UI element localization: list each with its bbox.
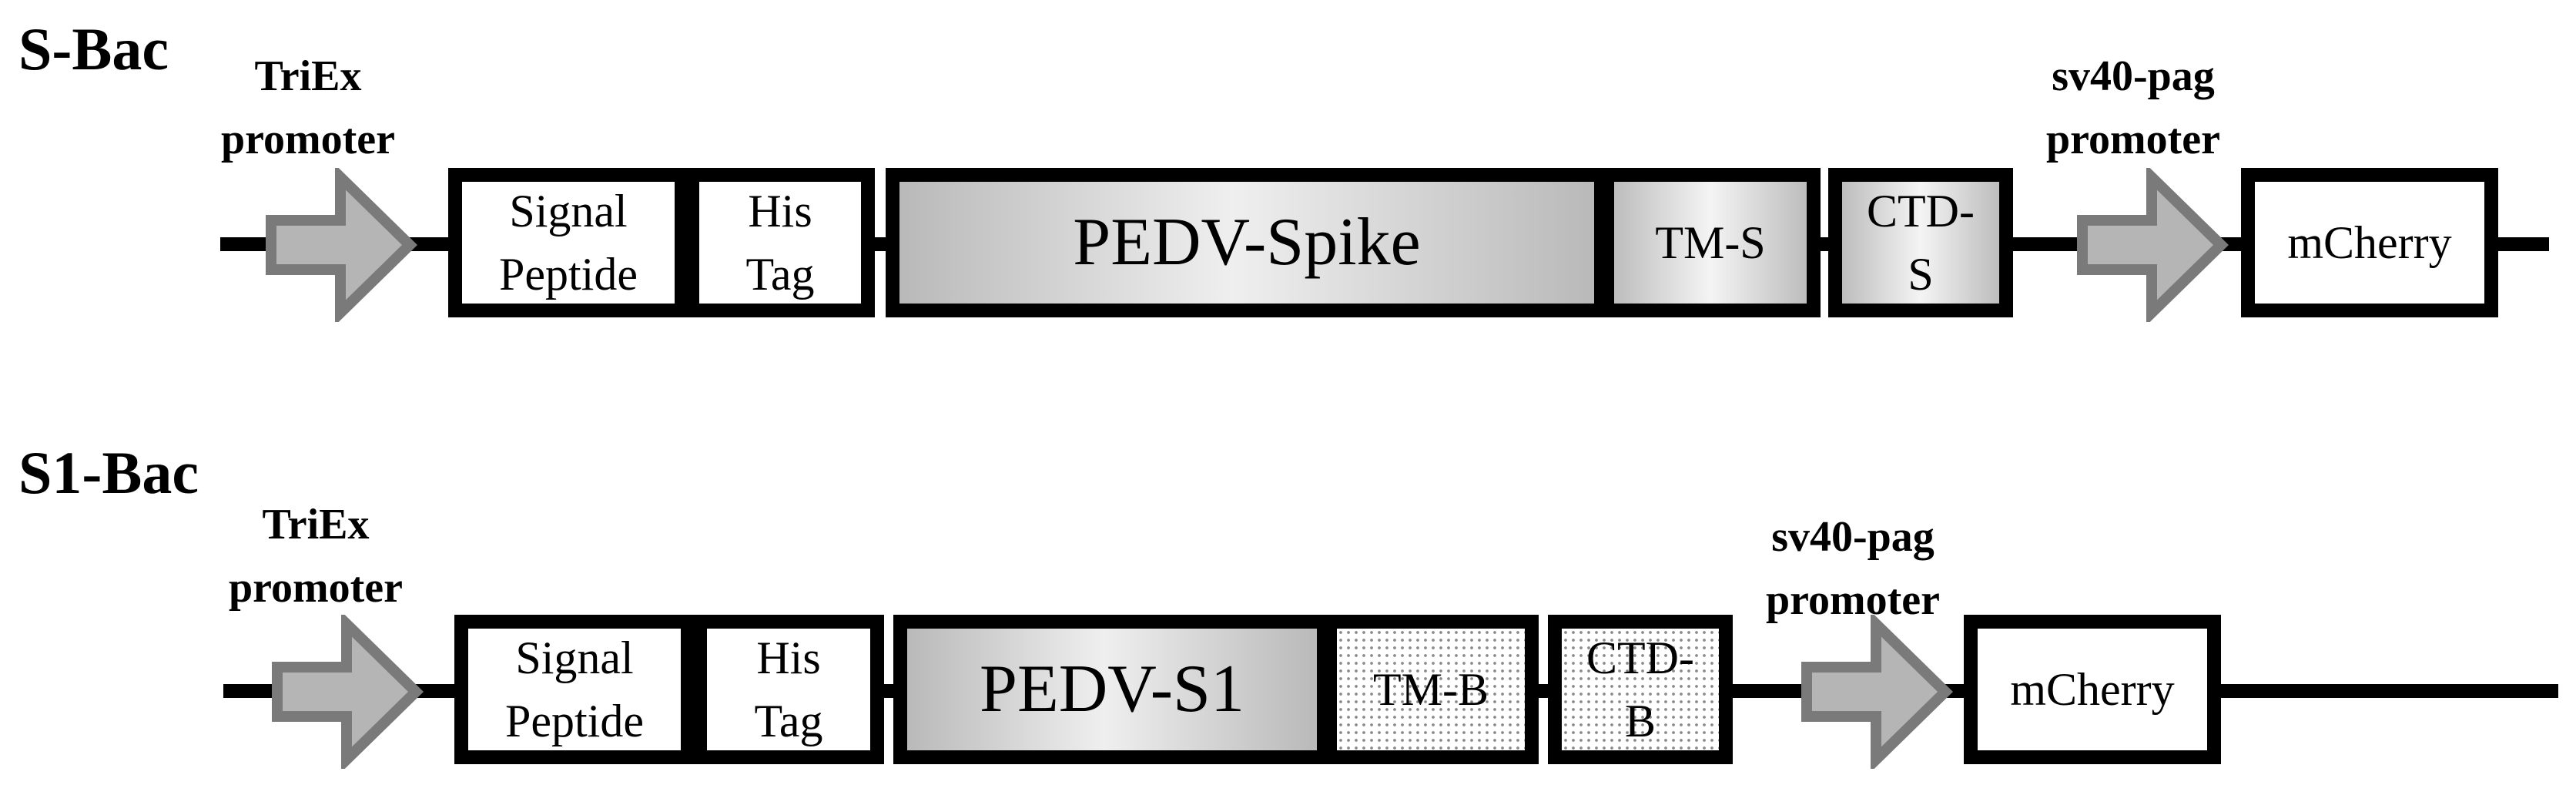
box-label-line2: S [1908,249,1934,300]
his-tag-box: His Tag [685,168,875,317]
ctd-s-box: CTD- S [1828,168,2013,317]
box-label-line1: CTD- [1867,186,1975,236]
box-label: mCherry [2010,664,2175,715]
block-arrow-right-icon [2077,168,2229,322]
promoter-label-line1: sv40-pag [1771,513,1935,561]
promoter-label-triex: TriEx promoter [193,493,439,619]
block-arrow-right-icon [266,168,417,322]
signal-peptide-box: Signal Peptide [448,168,688,317]
promoter-label-line1: TriEx [254,52,362,100]
promoter-label-line1: TriEx [262,501,370,548]
promoter-label-sv40: sv40-pag promoter [2002,45,2264,171]
promoter-label-line2: promoter [2046,116,2220,163]
construct-title-s-bac: S-Bac [18,15,169,82]
box-label-line1: Signal [509,186,628,236]
box-label-line1: His [756,632,821,683]
box-label-line1: His [748,186,812,236]
main-gene-label: PEDV-Spike [1073,205,1421,280]
promoter-label-line2: promoter [229,564,403,612]
mcherry-box: mCherry [1964,615,2221,764]
box-label: TM-B [1373,664,1489,715]
construct-title-s1-bac: S1-Bac [18,439,199,506]
main-gene-label: PEDV-S1 [980,652,1244,726]
block-arrow-right-icon [1801,615,1953,769]
ctd-b-box: CTD- B [1548,615,1733,764]
tm-s-box: TM-S [1600,168,1821,317]
his-tag-box: His Tag [693,615,884,764]
promoter-label-triex: TriEx promoter [185,45,431,171]
pedv-spike-box: PEDV-Spike [886,168,1608,317]
box-label-line2: Tag [754,696,823,746]
block-arrow-right-icon [272,615,424,769]
signal-peptide-box: Signal Peptide [454,615,695,764]
box-label-line2: B [1624,696,1656,746]
box-label-line1: CTD- [1586,632,1694,683]
box-label: TM-S [1655,217,1766,268]
promoter-label-line1: sv40-pag [2052,52,2215,100]
box-label-line2: Peptide [505,696,644,746]
box-label: mCherry [2287,217,2452,268]
box-label-line1: Signal [515,632,634,683]
promoter-label-line2: promoter [221,116,395,163]
box-label-line2: Peptide [499,249,638,300]
promoter-label-line2: promoter [1766,576,1940,624]
promoter-label-sv40: sv40-pag promoter [1722,505,1984,632]
pedv-s1-box: PEDV-S1 [893,615,1331,764]
box-label-line2: Tag [745,249,815,300]
mcherry-box: mCherry [2241,168,2498,317]
tm-b-box: TM-B [1323,615,1539,764]
